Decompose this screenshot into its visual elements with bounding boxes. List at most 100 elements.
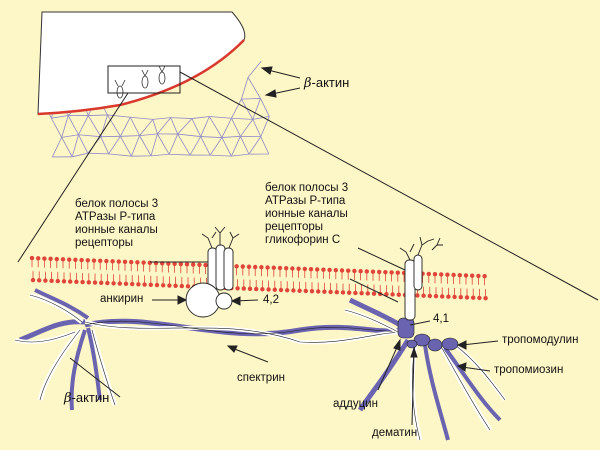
lipid-head [142,282,147,287]
lipid-head [457,272,462,278]
protein-left-line-1: ATPазы P-типа [75,211,156,223]
network-edge [61,134,79,138]
lipid-head [322,289,327,294]
network-edge [107,114,131,118]
lipid-head [79,257,84,263]
network-edge [200,136,222,138]
network-edge [209,116,232,119]
network-edge [221,118,232,138]
adducin-label: аддуцин [333,398,378,410]
network-edge [200,136,211,156]
beta-actin-label-top: β-актин [304,76,349,90]
lipid-head [476,273,481,279]
protein-4-2-label: 4,2 [263,294,279,306]
protein-group-right: белок полосы 3 ATPазы P-типа ионные кана… [265,182,348,247]
lipid-head [464,295,470,300]
network-edge [168,133,179,155]
lipid-head [116,259,122,264]
lipid-head [30,277,36,283]
lipid-head [254,286,259,292]
lipid-head [61,279,67,284]
lipid-head [446,294,451,299]
lipid-head [185,284,191,289]
lipid-head [346,268,351,273]
ankyrin-shape [185,282,221,318]
network-edge [177,133,201,137]
network-edge [252,98,261,120]
lipid-head [54,256,59,262]
lipid-head [316,289,321,294]
network-edge [130,116,153,120]
lipid-head [284,266,289,271]
dematin-label: дематин [372,427,418,439]
protein-group-left: белок полосы 3 ATPазы P-типа ионные кана… [75,198,158,250]
lipid-head [135,260,140,265]
lipid-head [241,286,246,291]
network-edge [231,136,241,157]
lipid-head [110,259,115,264]
lipid-head [29,255,35,261]
network-edge [231,153,249,157]
lipid-head [272,287,277,292]
network-edge [139,133,158,137]
lipid-head [111,281,116,286]
lipid-head [463,273,469,278]
lipid-head [290,266,295,271]
lipid-head [426,271,431,277]
lipid-head [68,279,73,284]
lipid-head [432,272,438,277]
network-edge [72,152,88,158]
network-edge [152,117,171,120]
network-edge [231,117,253,120]
beta-symbol-bottom: β [64,391,72,406]
network-edge [139,119,154,136]
lipid-head [130,281,135,287]
pointer-lines [69,247,499,426]
lipid-head [395,270,400,275]
lipid-head [42,256,47,261]
lipid-head [415,293,420,298]
lipid-head [377,269,382,275]
lipid-head [482,273,487,279]
network-edge [71,134,79,157]
protein-right-line-0: белок полосы 3 [265,182,349,194]
network-edge [157,117,172,135]
lipid-head [421,293,426,298]
network-edge [120,136,132,157]
network-edge [252,119,262,137]
lipid-head [371,291,377,296]
mini-proteins [114,65,166,99]
lipid-head [334,290,339,295]
lipid-head [91,258,97,263]
lipid-head [352,268,357,274]
network-edge [248,136,262,155]
network-edge [120,117,131,137]
lipid-head [458,294,463,300]
lipid-head [309,289,315,294]
network-edge [170,117,192,119]
lipid-head [347,290,352,295]
beta-actin-arrows [260,66,301,98]
network-edge [100,136,109,155]
protein-left-line-0: белок полосы 3 [75,198,159,210]
lipid-head [148,282,153,287]
lipid-head [433,294,439,299]
network-edge [221,135,241,138]
network-edge [231,98,242,119]
band3-right [399,236,443,321]
lipid-head [315,267,320,272]
lipid-head [191,262,196,267]
lipid-head [136,282,141,287]
lipid-head [427,293,432,299]
lipid-head [80,279,85,285]
lipid-head [445,272,450,277]
protein-right-line-1: ATPазы P-типа [265,195,346,207]
network-edge [177,133,191,156]
network-edge [170,117,179,135]
network-edge [169,153,191,156]
lipid-head [452,294,457,300]
lipid-head [266,287,271,292]
lipid-head [296,266,301,271]
lipid-head [141,260,146,265]
